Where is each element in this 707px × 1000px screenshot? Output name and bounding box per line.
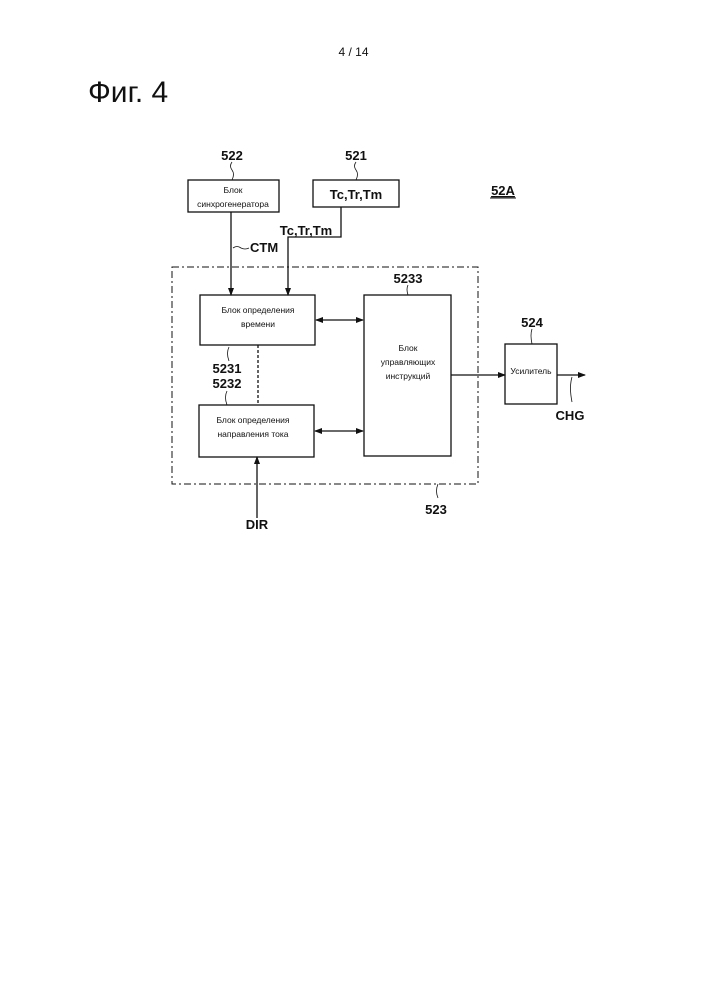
amp-label: Усилитель — [510, 366, 552, 376]
ref-523: 523 — [425, 502, 447, 517]
ref-524: 524 — [521, 315, 543, 330]
instr-label-1: Блок — [399, 343, 418, 353]
ref-521: 521 — [345, 148, 367, 163]
params-label: Tc,Tr,Tm — [330, 187, 383, 202]
ref-5233: 5233 — [394, 271, 423, 286]
ref-522: 522 — [221, 148, 243, 163]
ref-5232: 5232 — [213, 376, 242, 391]
params-line — [288, 207, 341, 295]
time-det-label-1: Блок определения — [221, 305, 294, 315]
dir-det-label-1: Блок определения — [216, 415, 289, 425]
ref-5231: 5231 — [213, 361, 242, 376]
diagram-label: 52A — [491, 183, 515, 198]
dir-det-label-2: направления тока — [217, 429, 288, 439]
ctm-signal-label: CTM — [250, 240, 278, 255]
instr-label-3: инструкций — [386, 371, 431, 381]
sync-gen-label-1: Блок — [224, 185, 243, 195]
dir-signal-label: DIR — [246, 517, 269, 532]
instr-label-2: управляющих — [381, 357, 436, 367]
chg-signal-label: CHG — [556, 408, 585, 423]
sync-gen-label-2: синхрогенератора — [197, 199, 269, 209]
time-det-label-2: времени — [241, 319, 275, 329]
params-signal-label: Tc,Tr,Tm — [280, 223, 333, 238]
